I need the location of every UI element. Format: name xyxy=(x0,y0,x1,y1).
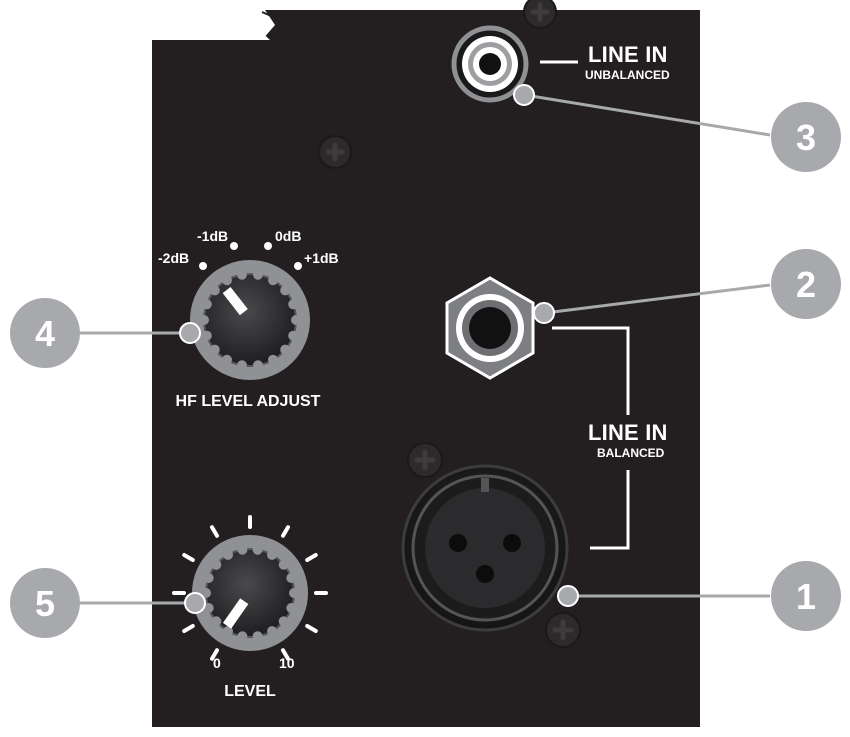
knob-grip-ridge xyxy=(267,626,277,637)
hf-level-knob[interactable] xyxy=(190,260,310,380)
knob-grip-ridge xyxy=(201,299,212,310)
knob-grip-ridge xyxy=(211,616,222,627)
knob-grip-ridge xyxy=(209,344,220,355)
svg-text:1: 1 xyxy=(796,576,816,617)
line-in-balanced-subtitle: BALANCED xyxy=(597,446,665,460)
level-tick-mark xyxy=(182,624,195,633)
hf-knob-label: HF LEVEL ADJUST xyxy=(176,393,321,410)
level-max-label: 10 xyxy=(279,655,295,671)
knob-grip-ridge xyxy=(209,285,220,296)
svg-text:2: 2 xyxy=(796,264,816,305)
level-knob-label: LEVEL xyxy=(224,683,276,700)
hf-mark-minus1db: -1dB xyxy=(197,228,228,244)
knob-grip-ridge xyxy=(288,330,299,341)
line-in-unbalanced-title: LINE IN xyxy=(588,42,668,67)
svg-text:5: 5 xyxy=(35,583,55,624)
callout-1: 1 xyxy=(771,561,841,631)
knob-grip-ridge xyxy=(268,275,278,286)
level-tick-mark xyxy=(305,624,318,633)
svg-text:3: 3 xyxy=(796,117,816,158)
knob-grip-ridge xyxy=(280,344,291,355)
level-tick-mark xyxy=(210,525,219,538)
level-knob[interactable] xyxy=(192,535,308,651)
level-tick-mark xyxy=(210,648,219,661)
level-tick-mark xyxy=(182,553,195,562)
knob-grip-ridge xyxy=(291,315,301,325)
screw-icon xyxy=(407,442,443,478)
level-knob-ticks xyxy=(172,515,328,661)
svg-text:4: 4 xyxy=(35,313,55,354)
callout-4: 4 xyxy=(10,298,80,368)
knob-grip-ridge xyxy=(223,549,233,560)
knob-grip-ridge xyxy=(286,603,297,613)
screw-icon xyxy=(523,0,557,29)
knob-grip-ridge xyxy=(253,269,263,280)
balanced-label-bracket xyxy=(552,326,630,550)
hf-mark-plus1db: +1dB xyxy=(304,250,339,266)
callout-3: 3 xyxy=(771,102,841,172)
hf-mark-minus2db: -2dB xyxy=(158,250,189,266)
knob-grip-ridge xyxy=(237,544,248,555)
knob-grip-ridge xyxy=(203,573,214,583)
knob-grip-ridge xyxy=(253,360,263,371)
level-min-label: 0 xyxy=(213,655,221,671)
callout-5: 5 xyxy=(10,568,80,638)
quarter-inch-jack[interactable] xyxy=(445,276,535,380)
line-in-balanced-title: LINE IN xyxy=(588,420,668,445)
knob-grip-ridge xyxy=(201,330,212,341)
level-tick-mark xyxy=(281,648,290,661)
rca-jack[interactable] xyxy=(451,25,529,103)
knob-grip-ridge xyxy=(237,360,247,371)
knob-grip-ridge xyxy=(237,631,248,642)
hf-mark-0db: 0dB xyxy=(275,228,301,244)
knob-grip-ridge xyxy=(288,299,299,310)
knob-grip-ridge xyxy=(278,616,289,627)
level-tick-mark xyxy=(305,553,318,562)
level-tick-mark xyxy=(281,525,290,538)
screw-icon xyxy=(318,135,352,169)
callout-leaders xyxy=(80,93,771,605)
knob-grip-ridge xyxy=(280,285,291,296)
knob-grip-ridge xyxy=(237,269,247,280)
panel-top-edge xyxy=(150,12,270,40)
line-in-unbalanced-subtitle: UNBALANCED xyxy=(585,68,670,82)
knob-grip-ridge xyxy=(211,559,222,570)
knob-grip-ridge xyxy=(278,559,289,570)
knob-grip-ridge xyxy=(223,626,233,637)
screw-icon xyxy=(545,612,581,648)
knob-grip-ridge xyxy=(199,315,209,325)
knob-grip-ridge xyxy=(267,549,277,560)
knob-grip-ridge xyxy=(286,573,297,583)
callout-2: 2 xyxy=(771,249,841,319)
knob-grip-ridge xyxy=(203,603,214,613)
xlr-jack[interactable] xyxy=(401,464,569,632)
knob-grip-ridge xyxy=(222,275,232,286)
knob-grip-ridge xyxy=(222,354,232,365)
knob-grip-ridge xyxy=(289,588,299,598)
knob-grip-ridge xyxy=(252,631,263,642)
knob-grip-ridge xyxy=(268,354,278,365)
callout-anchor-dots xyxy=(179,84,579,614)
knob-grip-ridge xyxy=(252,544,263,555)
hf-knob-dots xyxy=(199,242,302,270)
knob-grip-ridge xyxy=(201,588,211,598)
